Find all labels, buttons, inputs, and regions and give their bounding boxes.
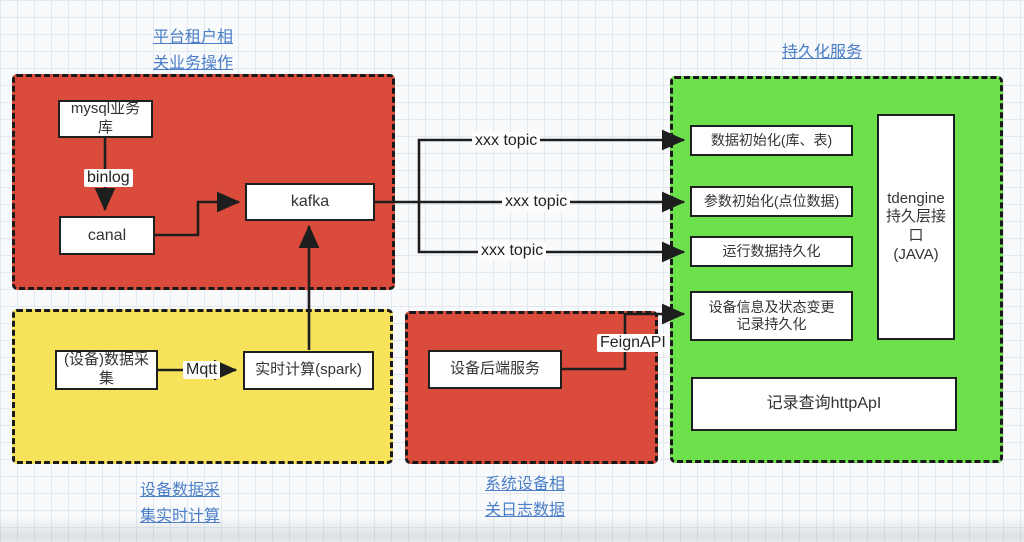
edge-label-feign-api: FeignAPI — [597, 334, 669, 353]
edge-label-mqtt: Mqtt — [183, 361, 221, 380]
node-canal: canal — [59, 216, 155, 255]
node-tdengine-layer: tdengine 持久层接 口 (JAVA) — [877, 114, 955, 340]
edge-label-topic-3: xxx topic — [478, 242, 547, 261]
node-runtime-persist: 运行数据持久化 — [690, 236, 853, 267]
node-mysql-db: mysql业务 库 — [58, 100, 153, 138]
node-spark-compute: 实时计算(spark) — [243, 351, 374, 390]
node-kafka: kafka — [245, 183, 375, 221]
section-label-system-logs[interactable]: 系统设备相 关日志数据 — [484, 476, 565, 519]
node-device-collector: (设备)数据采 集 — [55, 350, 158, 390]
node-record-query-api: 记录查询httpApI — [691, 377, 957, 431]
section-label-persistence-service[interactable]: 持久化服务 — [781, 44, 862, 61]
edge-label-topic-2: xxx topic — [502, 193, 571, 212]
edge-label-topic-1: xxx topic — [472, 132, 541, 151]
node-device-status-persist: 设备信息及状态变更 记录持久化 — [690, 291, 853, 341]
section-label-device-collect[interactable]: 设备数据采 集实时计算 — [139, 482, 220, 525]
section-label-platform-ops[interactable]: 平台租户相 关业务操作 — [152, 29, 233, 72]
node-data-init: 数据初始化(库、表) — [690, 125, 853, 156]
node-device-backend: 设备后端服务 — [428, 350, 562, 389]
node-param-init: 参数初始化(点位数据) — [690, 186, 853, 217]
edge-label-binlog: binlog — [84, 169, 133, 188]
